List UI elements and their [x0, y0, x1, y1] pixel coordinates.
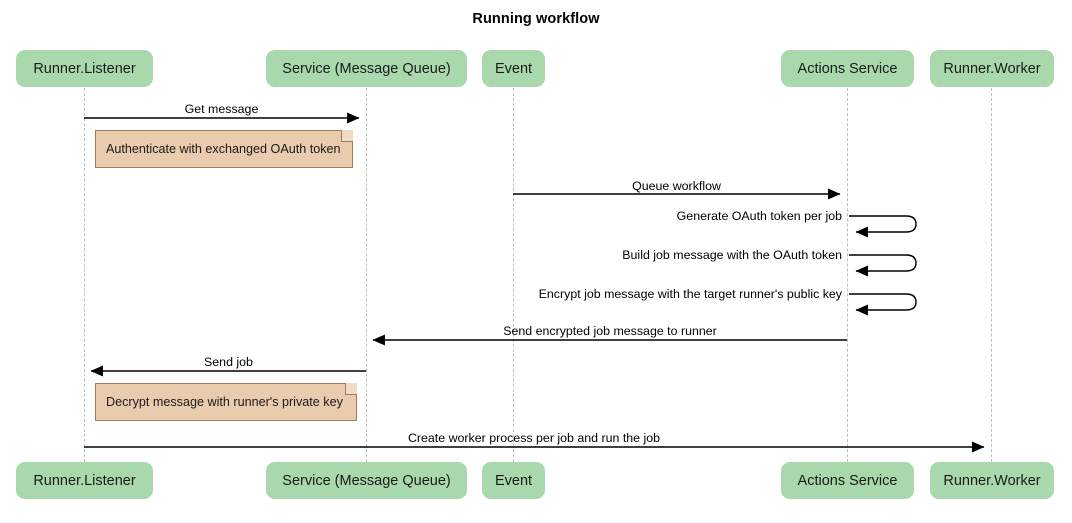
message-label-create-worker: Create worker process per job and run th…	[407, 431, 661, 445]
selfloop-encrypt-job	[849, 293, 917, 316]
participant-runner-worker-bottom[interactable]: Runner.Worker	[930, 462, 1054, 499]
selfloop-generate-token	[849, 215, 917, 238]
message-label-send-job: Send job	[204, 355, 253, 369]
participant-actions-service-bottom[interactable]: Actions Service	[781, 462, 914, 499]
lifeline-runner-listener	[84, 88, 85, 462]
selfloop-build-job-message	[849, 254, 917, 277]
message-label-generate-token: Generate OAuth token per job	[676, 209, 842, 223]
note-decrypt-label: Decrypt message with runner's private ke…	[106, 395, 343, 409]
note-authenticate-label: Authenticate with exchanged OAuth token	[106, 142, 341, 156]
lifeline-runner-worker	[991, 88, 992, 462]
lifeline-service-queue	[366, 88, 367, 462]
note-fold-icon	[341, 130, 353, 142]
participant-service-queue-top[interactable]: Service (Message Queue)	[266, 50, 467, 87]
note-decrypt: Decrypt message with runner's private ke…	[95, 383, 357, 421]
participant-event-top[interactable]: Event	[482, 50, 545, 87]
participant-service-queue-bottom[interactable]: Service (Message Queue)	[266, 462, 467, 499]
lifeline-actions-service	[847, 88, 848, 462]
message-label-build-job-message: Build job message with the OAuth token	[622, 248, 842, 262]
note-authenticate: Authenticate with exchanged OAuth token	[95, 130, 353, 168]
message-label-get-message: Get message	[184, 102, 259, 116]
page-title: Running workflow	[472, 11, 600, 27]
message-label-queue-workflow: Queue workflow	[632, 179, 721, 193]
note-fold-icon	[345, 383, 357, 395]
lifeline-event	[513, 88, 514, 462]
message-label-encrypt-job: Encrypt job message with the target runn…	[538, 287, 842, 301]
participant-event-bottom[interactable]: Event	[482, 462, 545, 499]
participant-actions-service-top[interactable]: Actions Service	[781, 50, 914, 87]
participant-runner-listener-top[interactable]: Runner.Listener	[16, 50, 153, 87]
participant-runner-worker-top[interactable]: Runner.Worker	[930, 50, 1054, 87]
message-label-send-encrypted: Send encrypted job message to runner	[503, 324, 717, 338]
participant-runner-listener-bottom[interactable]: Runner.Listener	[16, 462, 153, 499]
